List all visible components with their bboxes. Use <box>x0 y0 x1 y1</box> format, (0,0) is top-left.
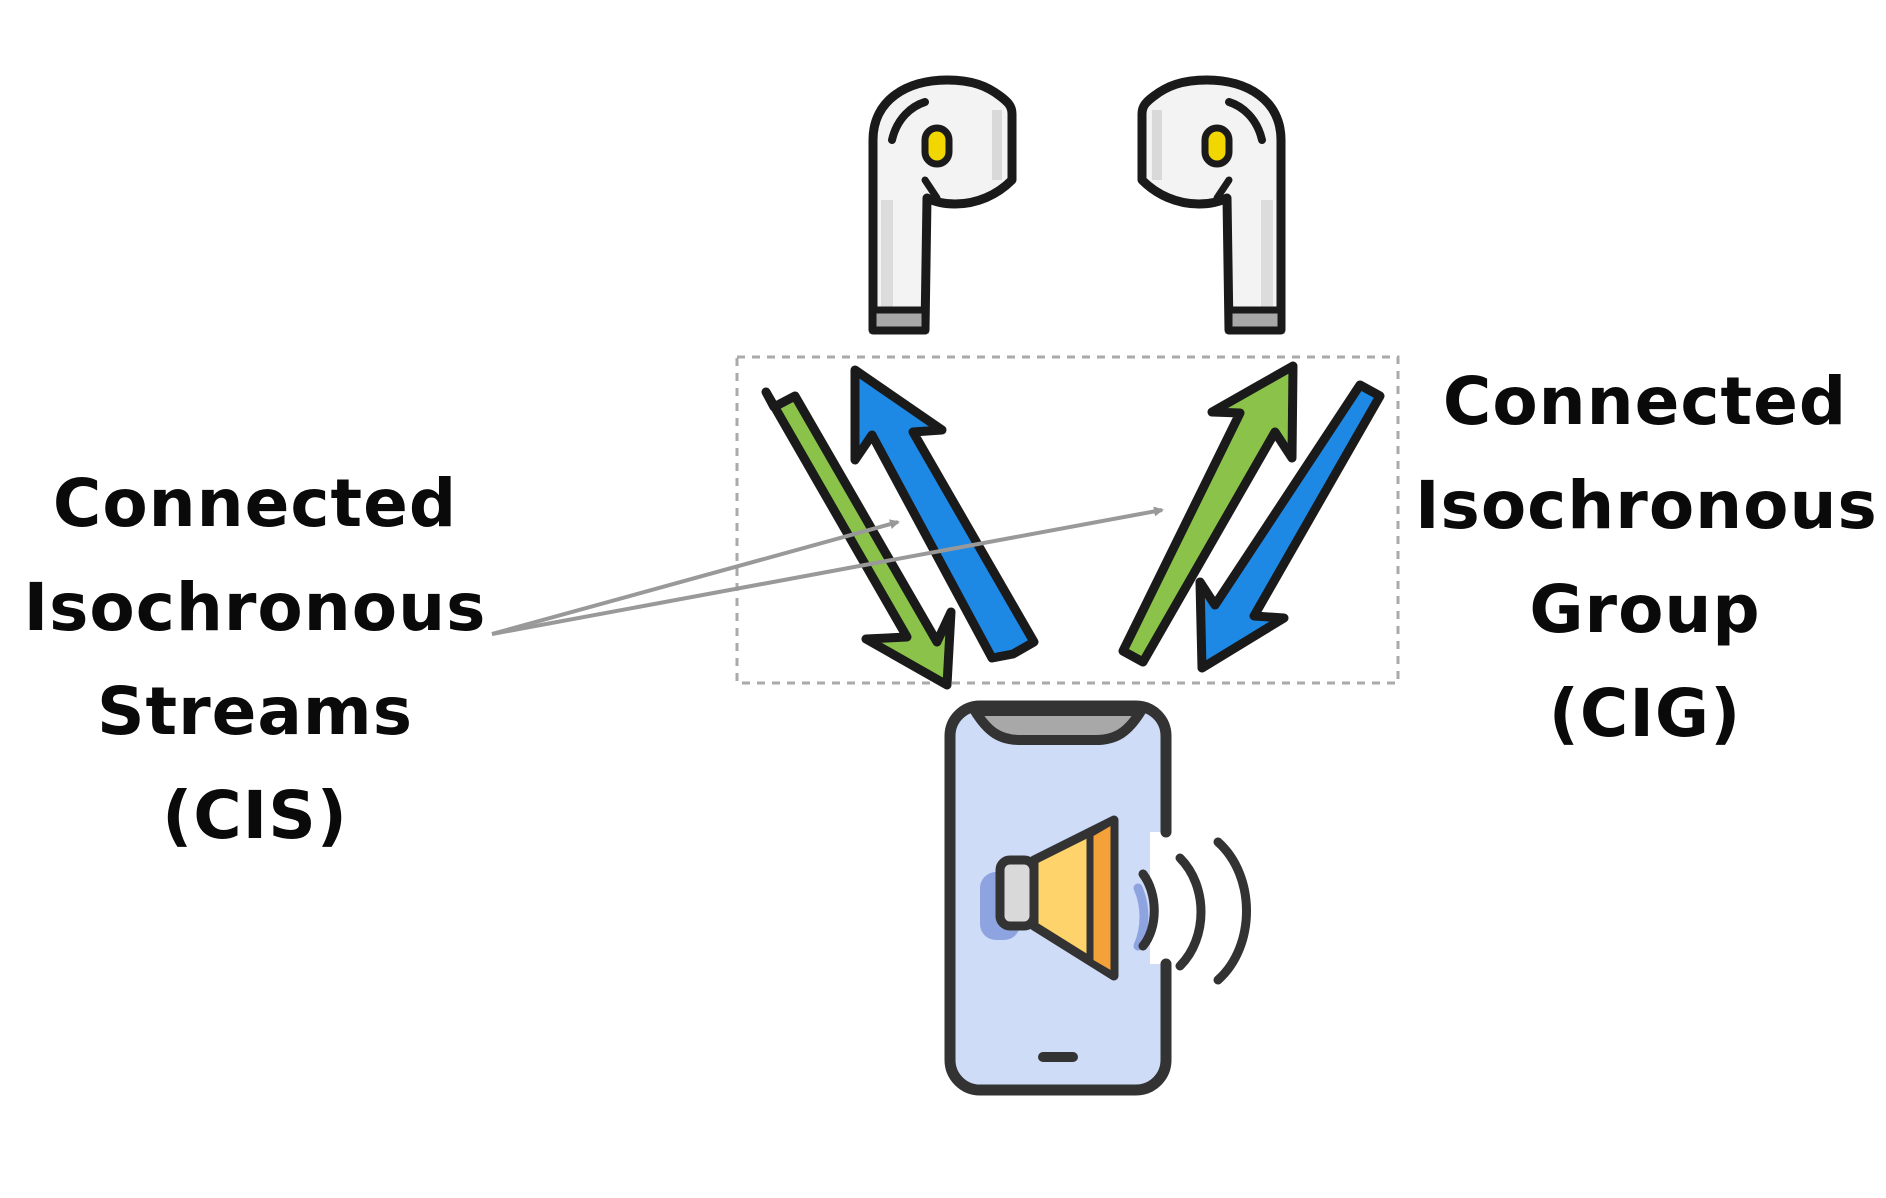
right-earbud-icon <box>1137 75 1286 335</box>
cis-pointer-line-2 <box>491 506 1164 636</box>
left-blue-arrow <box>850 365 1039 663</box>
cis-pointer-line-1 <box>491 519 900 636</box>
cig-dashed-box <box>735 355 1400 685</box>
speaker-icon <box>980 815 1119 981</box>
cig-label-line-2: Isochronous <box>1415 467 1878 544</box>
right-green-arrow <box>1118 361 1298 667</box>
left-earbud-icon <box>868 75 1017 335</box>
cis-label-line-4: (CIS) <box>162 777 348 854</box>
cis-label-line-1: Connected <box>52 465 458 542</box>
cis-label: Connected Isochronous Streams (CIS) <box>20 452 490 868</box>
cis-label-line-3: Streams <box>97 673 413 750</box>
sound-waves-icon <box>1133 837 1251 985</box>
right-blue-arrow <box>1195 380 1385 673</box>
cis-label-line-2: Isochronous <box>23 569 487 646</box>
cig-label-line-1: Connected <box>1442 363 1848 440</box>
cig-label-line-3: Group <box>1529 571 1761 648</box>
cig-label-line-4: (CIG) <box>1548 675 1742 752</box>
left-green-arrow <box>761 387 956 690</box>
cig-label: Connected Isochronous Group (CIG) <box>1415 350 1878 766</box>
